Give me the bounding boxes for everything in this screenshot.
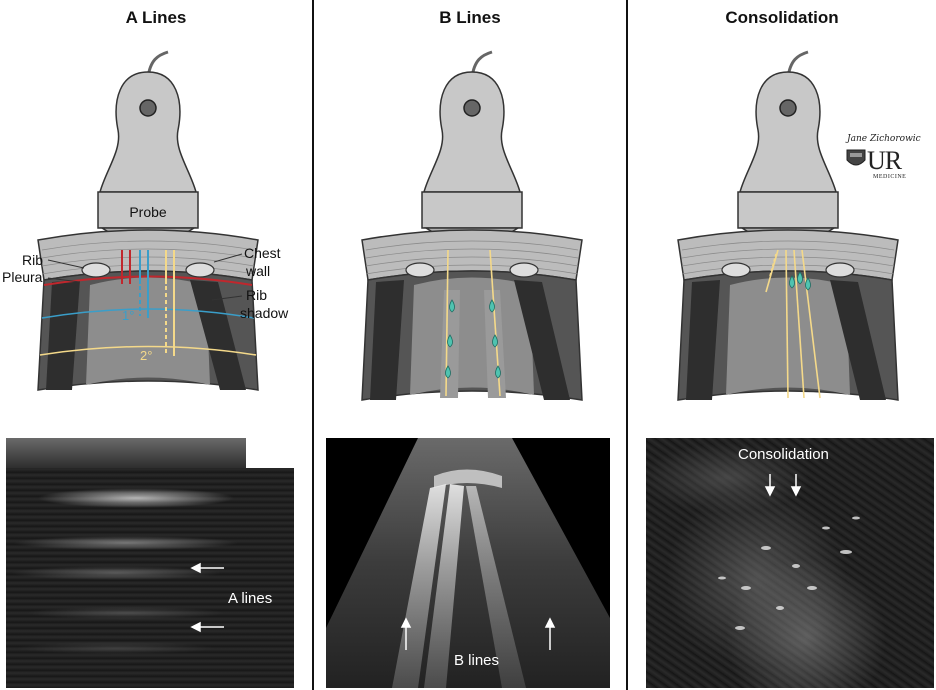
panel-b-lines: B Lines — [314, 0, 626, 690]
b-line-droplet — [495, 365, 501, 379]
rib-shadow-left — [370, 280, 404, 400]
ultrasound-a-lines: A lines — [6, 438, 294, 688]
consolidation-label: Consolidation — [738, 446, 829, 463]
arrow-icon — [190, 621, 201, 633]
b-line-droplet — [489, 299, 495, 313]
lung-window — [410, 277, 534, 395]
b-line-artifact — [424, 484, 464, 688]
b-lines-label: B lines — [454, 652, 500, 669]
rib-right — [185, 262, 215, 278]
probe-label: Probe — [129, 204, 167, 220]
b-line-artifact — [466, 486, 526, 688]
ur-medicine-logo: Jane Zichorowic UR MEDICINE — [845, 134, 921, 186]
svg-text:shadow: shadow — [240, 305, 289, 321]
panel-title: A Lines — [125, 8, 187, 27]
probe-button-icon — [463, 99, 481, 117]
rib-right — [509, 262, 539, 278]
probe-button-icon — [139, 99, 157, 117]
panel-consolidation: Consolidation — [628, 0, 936, 690]
rib-left — [405, 262, 435, 278]
ultrasound-b-lines: B lines — [326, 438, 610, 688]
rib-label: Rib — [22, 252, 43, 268]
lung-window — [726, 277, 850, 395]
b-line-droplet — [492, 334, 498, 348]
secondary-label: 2° — [140, 348, 152, 363]
rib-left — [721, 262, 751, 278]
medicine-wordmark: MEDICINE — [873, 174, 907, 180]
consolidation-diagram — [677, 50, 899, 401]
rib-right — [825, 262, 855, 278]
arrow-icon — [544, 617, 556, 628]
consolidation-droplet — [789, 275, 795, 289]
rib-shadow-left — [46, 280, 80, 390]
rib-shadow-right — [190, 280, 246, 390]
arrow-icon — [764, 486, 776, 497]
ur-wordmark: UR — [867, 146, 902, 175]
primary-label: 1° — [122, 308, 134, 323]
probe-button-icon — [779, 99, 797, 117]
a-lines-diagram: Probe 1° 2° — [2, 50, 289, 391]
arrow-icon — [400, 617, 412, 628]
secondary-reflection-line — [39, 345, 257, 356]
arrow-icon — [790, 486, 802, 497]
artist-signature: Jane Zichorowic — [847, 134, 921, 144]
probe-grip — [97, 191, 199, 229]
arrow-icon — [190, 562, 201, 574]
b-line-droplet — [447, 334, 453, 348]
probe-grip — [737, 191, 839, 229]
rib-shadow-right — [514, 280, 570, 400]
ultrasound-fan — [326, 438, 610, 688]
b-line-droplet — [445, 365, 451, 379]
probe-grip — [421, 191, 523, 229]
consolidation-droplet — [805, 277, 811, 291]
rib-shadow-label: Rib — [246, 287, 267, 303]
rib-left — [81, 262, 111, 278]
probe-body — [99, 71, 197, 193]
panel-title: Consolidation — [725, 8, 839, 27]
rib-shadow-left — [686, 280, 720, 400]
lung-window — [86, 277, 210, 385]
a-lines-label: A lines — [228, 590, 273, 607]
b-lines-diagram — [361, 50, 583, 401]
chest-wall-label: Chest — [244, 245, 281, 261]
rib-shadow-right — [830, 280, 886, 400]
b-line-droplet — [449, 299, 455, 313]
panel-divider — [626, 0, 628, 690]
consolidation-droplet — [797, 271, 803, 285]
ultrasound-consolidation: Consolidation — [646, 438, 934, 688]
panel-title: B Lines — [439, 8, 501, 27]
probe-body — [739, 71, 837, 193]
pleura-label: Pleura — [2, 269, 43, 285]
crest-icon — [846, 149, 866, 166]
probe-body — [423, 71, 521, 193]
svg-text:wall: wall — [245, 263, 270, 279]
panel-divider — [312, 0, 314, 690]
panel-a-lines: A Lines Probe — [0, 0, 312, 690]
